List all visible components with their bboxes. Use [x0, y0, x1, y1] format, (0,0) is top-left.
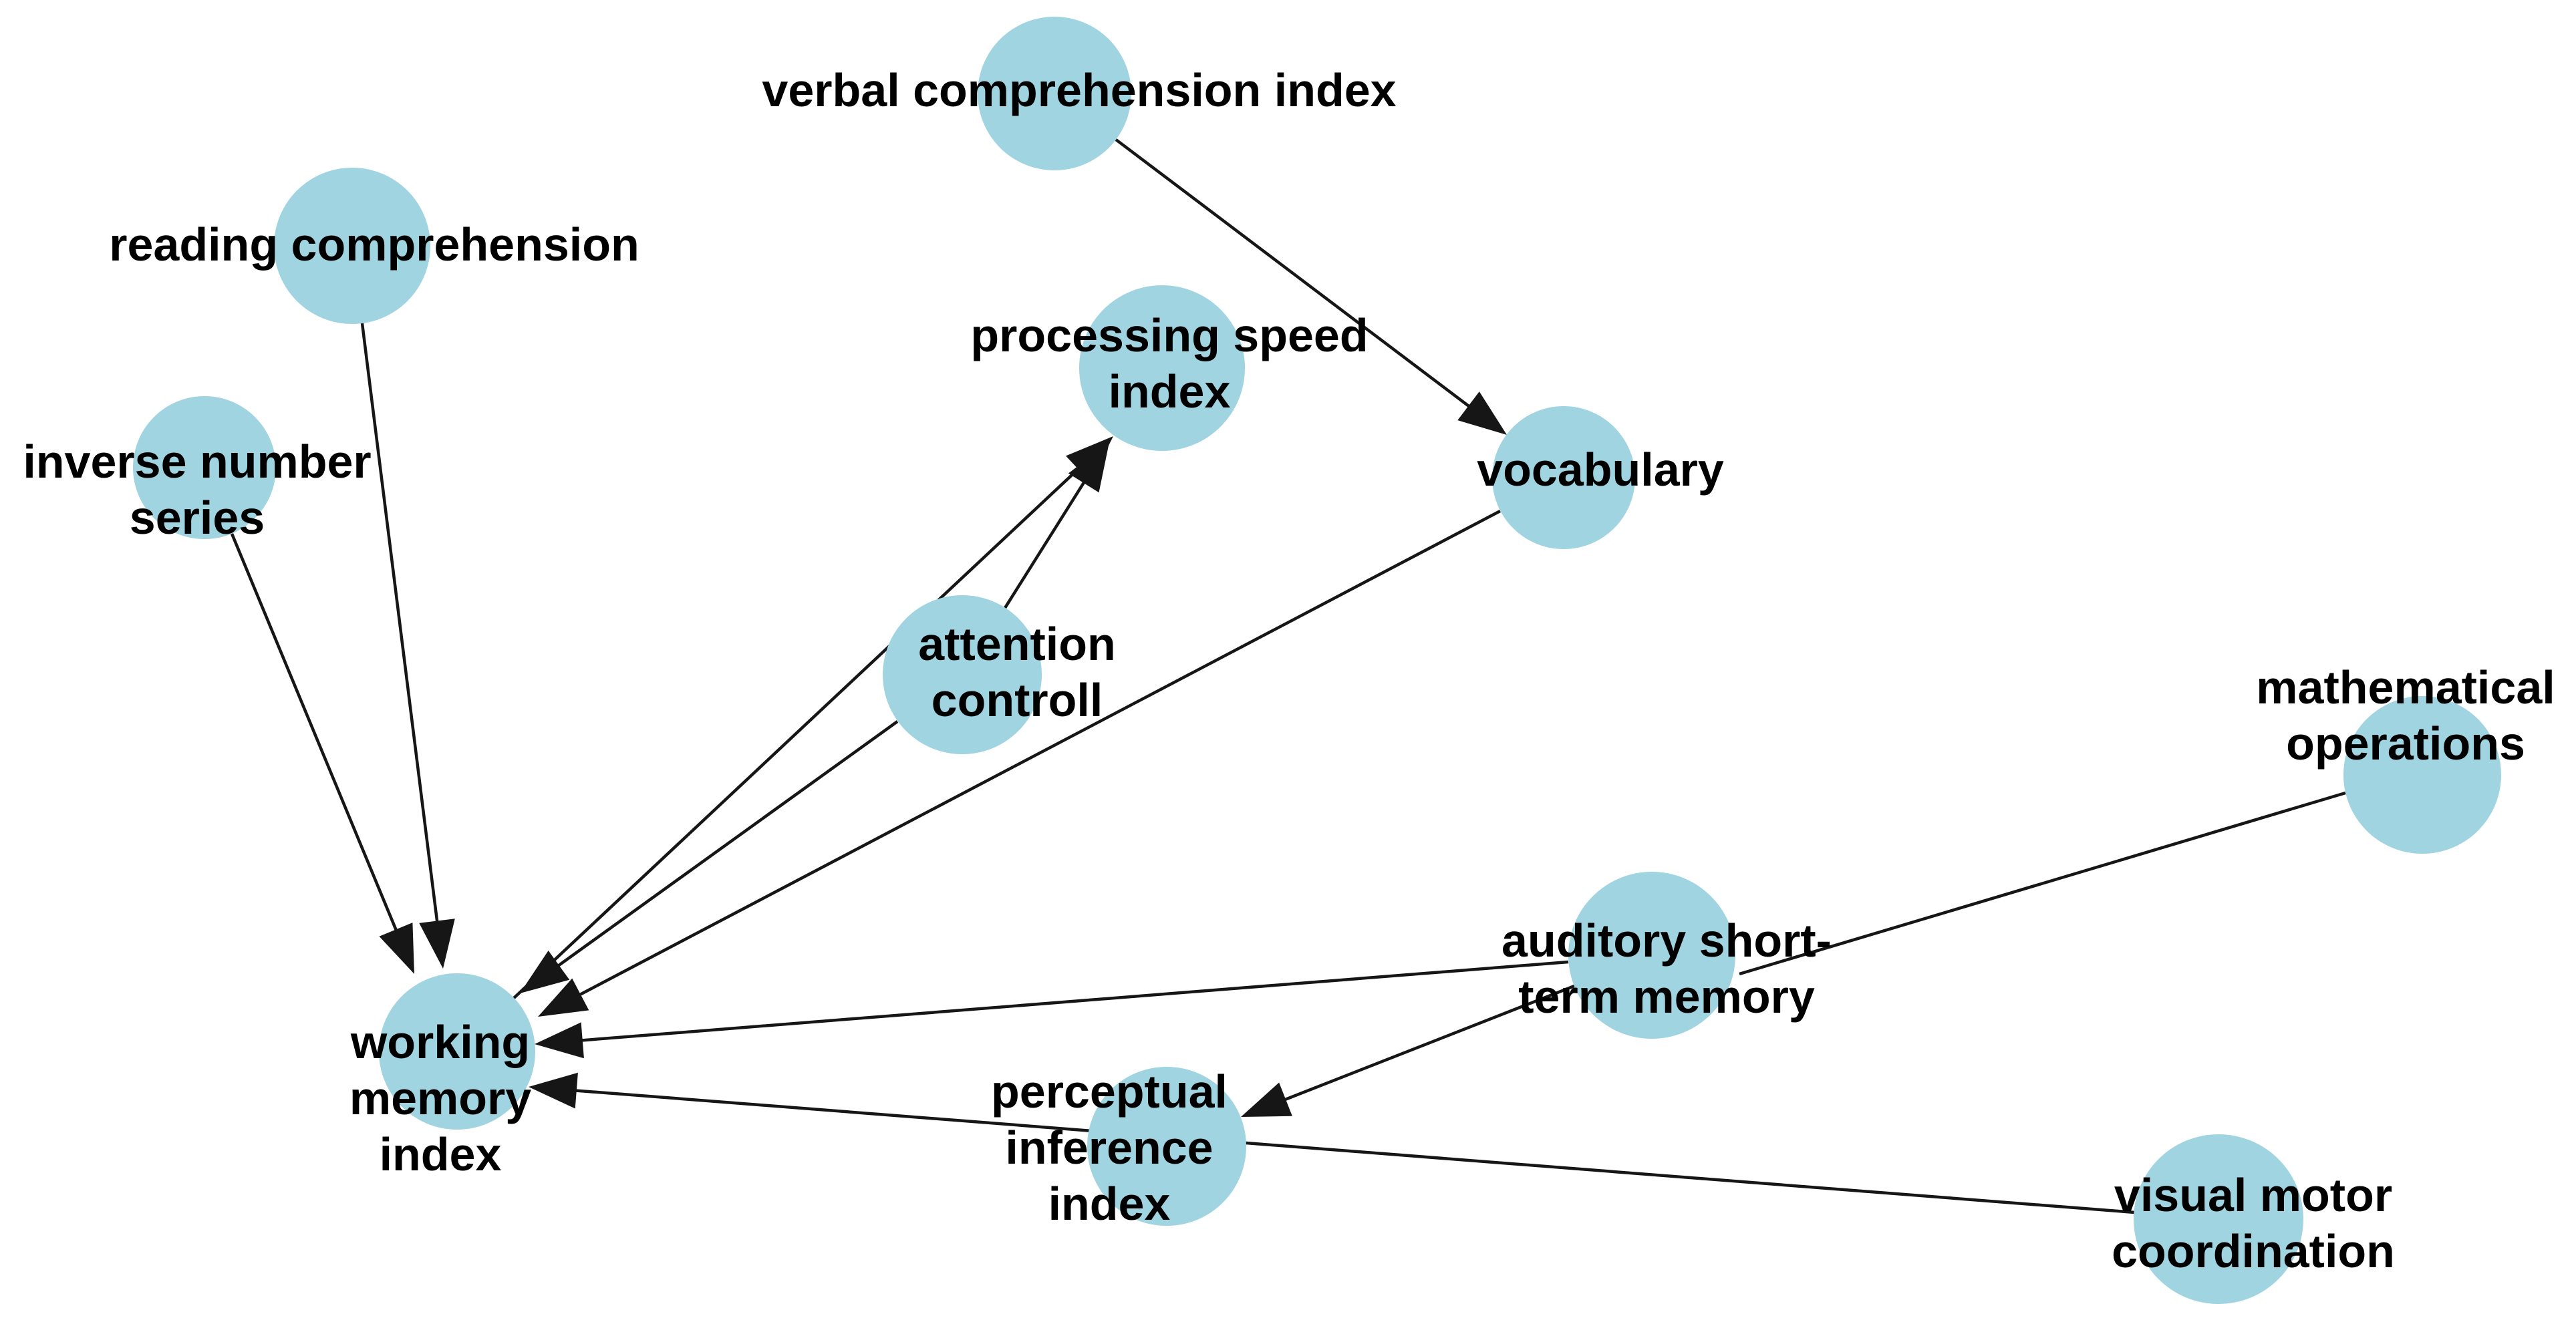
node-label-auditory-short-term-memory: auditory short-term memory [1501, 915, 1832, 1023]
edge-vocabulary-to-working-memory-index [538, 510, 1501, 1017]
node-label-line: verbal comprehension index [762, 64, 1396, 116]
edge-mathematical-operations-to-auditory-short-term-memory [1739, 791, 2346, 976]
node-label-line: processing speed [970, 309, 1368, 361]
node-label-line: mathematical [2256, 661, 2555, 713]
node-label-line: memory [349, 1072, 531, 1124]
edge-line [230, 533, 402, 941]
graph-node-working-memory-index[interactable] [379, 973, 535, 1130]
edge-attention-controll-to-processing-speed-index [1004, 442, 1109, 609]
node-circle [1079, 285, 1245, 451]
edge-line [1004, 472, 1092, 609]
node-circle [883, 595, 1042, 754]
node-circle [978, 17, 1131, 170]
node-label-line: attention [918, 618, 1116, 670]
node-label-line: visual motor [2114, 1169, 2392, 1221]
node-circle [1492, 406, 1635, 549]
node-circle [379, 973, 535, 1130]
node-circle [1568, 872, 1735, 1039]
edge-line [564, 1088, 2136, 1214]
node-label-line: index [1109, 365, 1231, 418]
edge-arrowhead [419, 919, 455, 969]
node-label-verbal-comprehension-index: verbal comprehension index [762, 64, 1396, 116]
edge-line [360, 323, 440, 933]
node-label-line: operations [2286, 717, 2525, 770]
edge-inverse-number-series-to-working-memory-index [230, 533, 414, 974]
node-label-line: vocabulary [1477, 444, 1724, 496]
node-label-reading-comprehension: reading comprehension [109, 218, 639, 271]
node-label-line: series [130, 492, 265, 544]
edge-arrowhead [529, 1072, 578, 1109]
edge-auditory-short-term-memory-to-perceptual-inference-index [1241, 984, 1575, 1117]
node-circle [274, 168, 430, 324]
node-label-line: controll [932, 674, 1103, 726]
node-label-line: index [1048, 1178, 1171, 1230]
graph-node-visual-motor-coordination[interactable] [2134, 1134, 2303, 1304]
edge-visual-motor-coordination-to-working-memory-index [529, 1072, 2136, 1214]
node-circle [1087, 1067, 1246, 1226]
edge-arrowhead [535, 1022, 584, 1059]
edge-verbal-comprehension-index-to-vocabulary [1115, 138, 1507, 435]
node-label-line: inference [1005, 1122, 1213, 1174]
edge-arrowhead [1241, 1082, 1292, 1117]
nodes-layer [133, 17, 2501, 1304]
node-label-line: working [350, 1016, 530, 1068]
edges-layer [230, 138, 2346, 1214]
node-label-line: reading comprehension [109, 218, 639, 271]
edge-arrowhead [379, 923, 414, 974]
node-label-line: perceptual [991, 1065, 1228, 1118]
graph-node-inverse-number-series[interactable] [133, 396, 276, 539]
node-label-line: inverse number [23, 436, 371, 488]
edge-arrowhead [1457, 391, 1507, 435]
edge-line [548, 720, 899, 974]
graph-node-perceptual-inference-index[interactable] [1087, 1067, 1246, 1226]
node-label-vocabulary: vocabulary [1477, 444, 1724, 496]
edge-line [1739, 791, 2346, 976]
node-circle [133, 396, 276, 539]
edge-arrowhead [538, 978, 589, 1017]
graph-node-vocabulary[interactable] [1492, 406, 1635, 549]
edge-line [1274, 984, 1575, 1106]
graph-node-mathematical-operations[interactable] [2343, 696, 2501, 854]
graph-node-reading-comprehension[interactable] [274, 168, 430, 324]
node-label-line: auditory short- [1501, 915, 1832, 967]
edge-arrowhead [1068, 442, 1109, 493]
node-circle [2134, 1134, 2303, 1304]
node-label-line: coordination [2112, 1225, 2395, 1277]
edge-line [569, 510, 1501, 1001]
graph-node-attention-controll[interactable] [883, 595, 1042, 754]
node-circle [2343, 696, 2501, 854]
node-label-line: index [380, 1128, 502, 1180]
edge-reading-comprehension-to-working-memory-index [360, 323, 455, 969]
edge-line [1115, 138, 1479, 415]
graph-node-processing-speed-index[interactable] [1079, 285, 1245, 451]
node-label-line: term memory [1518, 971, 1815, 1023]
edge-line [513, 460, 1089, 999]
graph-node-verbal-comprehension-index[interactable] [978, 17, 1131, 170]
edge-line [570, 960, 1569, 1043]
graph-node-auditory-short-term-memory[interactable] [1568, 872, 1735, 1039]
edge-auditory-short-term-memory-to-working-memory-index [535, 960, 1569, 1059]
labels-layer: verbal comprehension index reading compre… [23, 64, 2555, 1277]
